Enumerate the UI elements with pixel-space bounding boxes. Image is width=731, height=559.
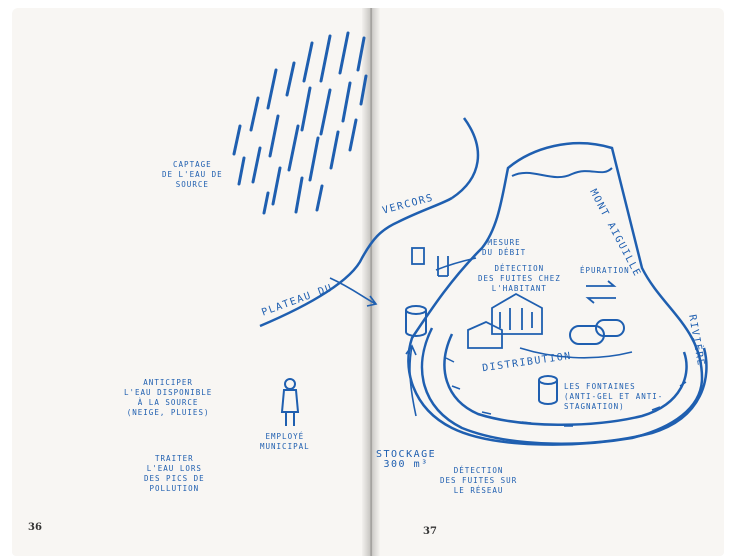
page-number-right: 37: [423, 526, 437, 537]
meter-icon: [412, 248, 448, 276]
open-book: CAPTAGE DE L'EAU DE SOURCE PLATEAU DU VE…: [12, 8, 724, 556]
rain-icon: [234, 33, 366, 213]
anticiper-label: ANTICIPER L'EAU DISPONIBLE À LA SOURCE (…: [124, 378, 212, 418]
fountain-icon: [539, 376, 557, 404]
detection-reseau-line-1: DÉTECTION: [440, 466, 517, 476]
fontaines-line-3: STAGNATION): [564, 402, 663, 412]
traiter-label: TRAITER L'EAU LORS DES PICS DE POLLUTION: [144, 454, 205, 494]
page-number-left: 36: [28, 522, 42, 533]
traiter-line-3: DES PICS DE: [144, 474, 205, 484]
filter-icon: [570, 320, 624, 344]
stockage-line-2: 300 m³: [376, 460, 436, 470]
captage-line-1: CAPTAGE: [162, 160, 223, 170]
mesure-line-2: DU DÉBIT: [482, 248, 526, 258]
fontaines-line-2: (ANTI-GEL ET ANTI-: [564, 392, 663, 402]
detection-habitant-line-2: DES FUITES CHEZ: [478, 274, 561, 284]
stockage-label: STOCKAGE 300 m³: [376, 450, 436, 470]
cliff-line: [452, 118, 478, 198]
anticiper-line-2: L'EAU DISPONIBLE: [124, 388, 212, 398]
employee-icon: [282, 379, 298, 426]
traiter-line-2: L'EAU LORS: [144, 464, 205, 474]
employe-label: EMPLOYÉ MUNICIPAL: [260, 432, 310, 452]
mesure-line-1: MESURE: [482, 238, 526, 248]
captage-line-3: SOURCE: [162, 180, 223, 190]
water-cycle-illustration: [12, 8, 724, 556]
anticiper-line-3: À LA SOURCE: [124, 398, 212, 408]
captage-label: CAPTAGE DE L'EAU DE SOURCE: [162, 160, 223, 190]
fontaines-line-1: LES FONTAINES: [564, 382, 663, 392]
captage-line-2: DE L'EAU DE: [162, 170, 223, 180]
anticiper-line-4: (NEIGE, PLUIES): [124, 408, 212, 418]
traiter-line-1: TRAITER: [144, 454, 205, 464]
epuration-label: ÉPURATION: [580, 266, 630, 276]
employe-line-1: EMPLOYÉ: [260, 432, 310, 442]
detection-habitant-line-3: L'HABITANT: [478, 284, 561, 294]
traiter-line-4: POLLUTION: [144, 484, 205, 494]
employe-line-2: MUNICIPAL: [260, 442, 310, 452]
epuration-arrows-icon: [586, 281, 616, 303]
anticiper-line-1: ANTICIPER: [124, 378, 212, 388]
detection-habitant-label: DÉTECTION DES FUITES CHEZ L'HABITANT: [478, 264, 561, 294]
detection-habitant-line-1: DÉTECTION: [478, 264, 561, 274]
detection-reseau-line-2: DES FUITES SUR: [440, 476, 517, 486]
detection-reseau-label: DÉTECTION DES FUITES SUR LE RÉSEAU: [440, 466, 517, 496]
detection-reseau-line-3: LE RÉSEAU: [440, 486, 517, 496]
snow-cap: [512, 168, 612, 177]
house-icon: [468, 294, 542, 348]
arrow-icon: [330, 278, 376, 306]
fontaines-label: LES FONTAINES (ANTI-GEL ET ANTI- STAGNAT…: [564, 382, 663, 412]
mesure-label: MESURE DU DÉBIT: [482, 238, 526, 258]
